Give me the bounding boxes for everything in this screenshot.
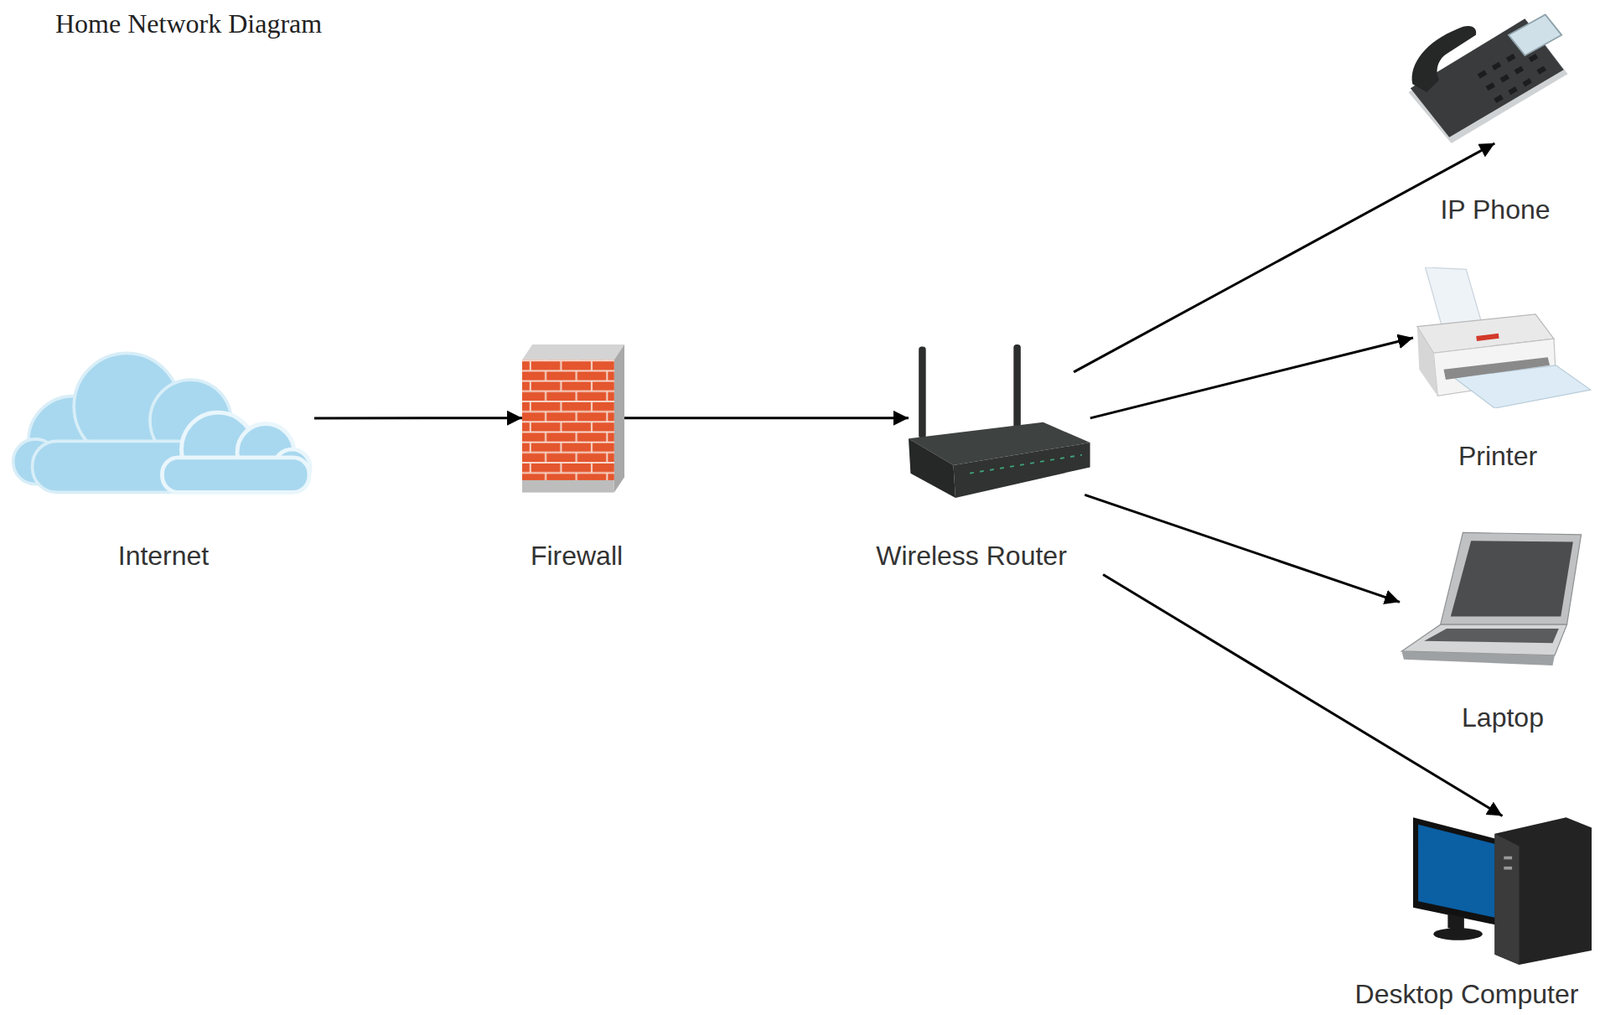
device-label: Internet [118, 540, 210, 572]
arrow-connector [1084, 494, 1400, 602]
device-node: Wireless Router [908, 344, 1093, 498]
device-label: Desktop Computer [1355, 978, 1580, 1010]
printer-icon [1413, 267, 1592, 409]
device-label: IP Phone [1439, 194, 1550, 226]
device-node: Internet [10, 346, 315, 496]
diagram-title: Home Network Diagram [55, 8, 322, 40]
arrow-connector [1102, 574, 1502, 817]
device-node: Printer [1413, 267, 1592, 409]
laptop-icon [1399, 530, 1584, 666]
arrow-connector [1090, 337, 1414, 419]
arrow-connector [314, 416, 523, 420]
desktop-icon [1413, 811, 1592, 965]
cloud-icon [10, 346, 315, 496]
device-label: Firewall [530, 540, 623, 572]
phone-icon [1406, 12, 1570, 144]
router-icon [908, 344, 1093, 498]
device-label: Wireless Router [875, 540, 1067, 572]
device-node: IP Phone [1406, 12, 1570, 144]
firewall-icon [522, 344, 625, 495]
device-label: Printer [1458, 440, 1538, 472]
device-label: Laptop [1461, 702, 1544, 734]
arrow-connector [624, 416, 909, 420]
device-node: Laptop [1399, 530, 1584, 666]
device-node: Desktop Computer [1413, 811, 1592, 965]
device-node: Firewall [522, 344, 625, 495]
